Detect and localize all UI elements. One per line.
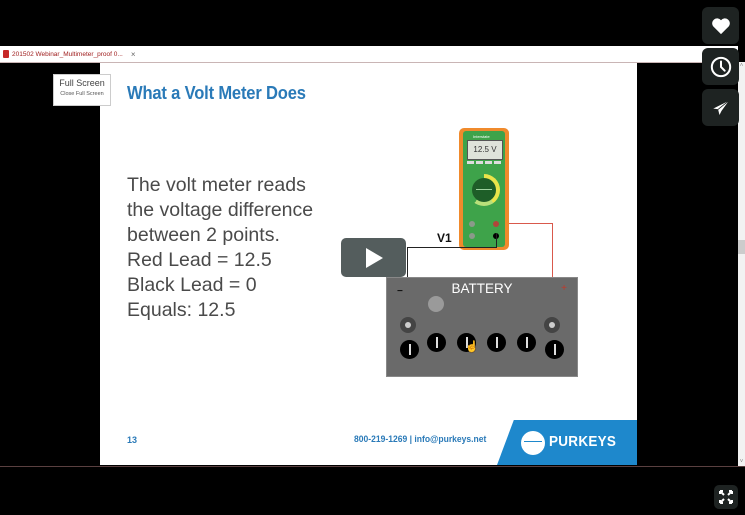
- black-wire: [407, 247, 497, 248]
- black-wire: [496, 233, 497, 248]
- close-tab-icon[interactable]: ×: [130, 49, 136, 59]
- body-line: The volt meter reads: [127, 174, 306, 196]
- red-wire: [509, 223, 553, 224]
- scroll-up-arrow[interactable]: ˄: [739, 63, 744, 69]
- meter-dial: [472, 178, 496, 202]
- body-line: Black Lead = 0: [127, 274, 257, 296]
- document-tab[interactable]: 201502 Webinar_Multimeter_proof 0... ×: [0, 46, 135, 62]
- fullscreen-button[interactable]: [714, 485, 738, 509]
- cell-cap: [427, 333, 446, 352]
- watch-later-button[interactable]: [702, 48, 739, 85]
- battery-label: BATTERY: [451, 281, 513, 296]
- body-line: the voltage difference: [127, 199, 314, 221]
- purkeys-logo-icon: [521, 431, 545, 455]
- scroll-down-arrow[interactable]: ˅: [739, 459, 744, 465]
- meter-jack: [469, 221, 475, 227]
- wire-label: V1: [437, 231, 452, 245]
- meter-display: 12.5 V: [467, 140, 503, 160]
- multimeter-illustration: Interstate 12.5 V: [459, 128, 509, 250]
- brand-name: PURKEYS: [549, 433, 617, 450]
- body-line: between 2 points.: [127, 224, 280, 246]
- fullscreen-popup: Full Screen Close Full Screen: [53, 74, 111, 106]
- play-button[interactable]: [341, 238, 406, 277]
- paper-plane-icon: [710, 98, 730, 117]
- document-tab-label: 201502 Webinar_Multimeter_proof 0...: [12, 50, 123, 58]
- slide-body-text: The volt meter reads the voltage differe…: [127, 173, 313, 323]
- positive-terminal-symbol: +: [561, 283, 567, 294]
- battery-indicator: [428, 296, 444, 312]
- negative-terminal-symbol: −: [397, 286, 403, 297]
- presentation-slide: What a Volt Meter Does The volt meter re…: [100, 63, 637, 465]
- positive-terminal: [544, 317, 560, 333]
- slide-title: What a Volt Meter Does: [127, 83, 306, 103]
- meter-red-jack: [493, 221, 499, 227]
- heart-icon: [711, 17, 730, 34]
- slide-number: 13: [127, 435, 138, 445]
- like-button[interactable]: [702, 7, 739, 44]
- body-line: Red Lead = 12.5: [127, 249, 272, 271]
- meter-brand: Interstate: [473, 134, 490, 139]
- share-button[interactable]: [702, 89, 739, 126]
- fullscreen-popup-title: Full Screen: [59, 78, 105, 88]
- battery-illustration: BATTERY − +: [386, 277, 578, 377]
- negative-terminal: [400, 317, 416, 333]
- clock-icon: [710, 56, 731, 77]
- cell-cap: [545, 340, 564, 359]
- cell-cap: [457, 333, 476, 352]
- viewer-bottom-border: [0, 466, 745, 467]
- contact-info: 800-219-1269 | info@purkeys.net: [354, 434, 487, 445]
- purkeys-logo: PURKEYS: [497, 420, 637, 465]
- document-tab-strip: [0, 46, 738, 63]
- body-line: Equals: 12.5: [127, 299, 236, 321]
- cell-cap: [400, 340, 419, 359]
- cell-cap: [487, 333, 506, 352]
- meter-buttons: [467, 161, 501, 164]
- vertical-scrollbar[interactable]: ˄ ˅: [738, 62, 745, 466]
- close-fullscreen-link[interactable]: Close Full Screen: [60, 91, 104, 97]
- meter-jack: [469, 233, 475, 239]
- pdf-file-icon: [3, 50, 9, 58]
- expand-icon: [719, 490, 733, 504]
- cell-cap: [517, 333, 536, 352]
- red-wire: [552, 223, 553, 318]
- scrollbar-thumb[interactable]: [738, 240, 745, 254]
- hand-cursor-icon: ☝: [465, 341, 479, 353]
